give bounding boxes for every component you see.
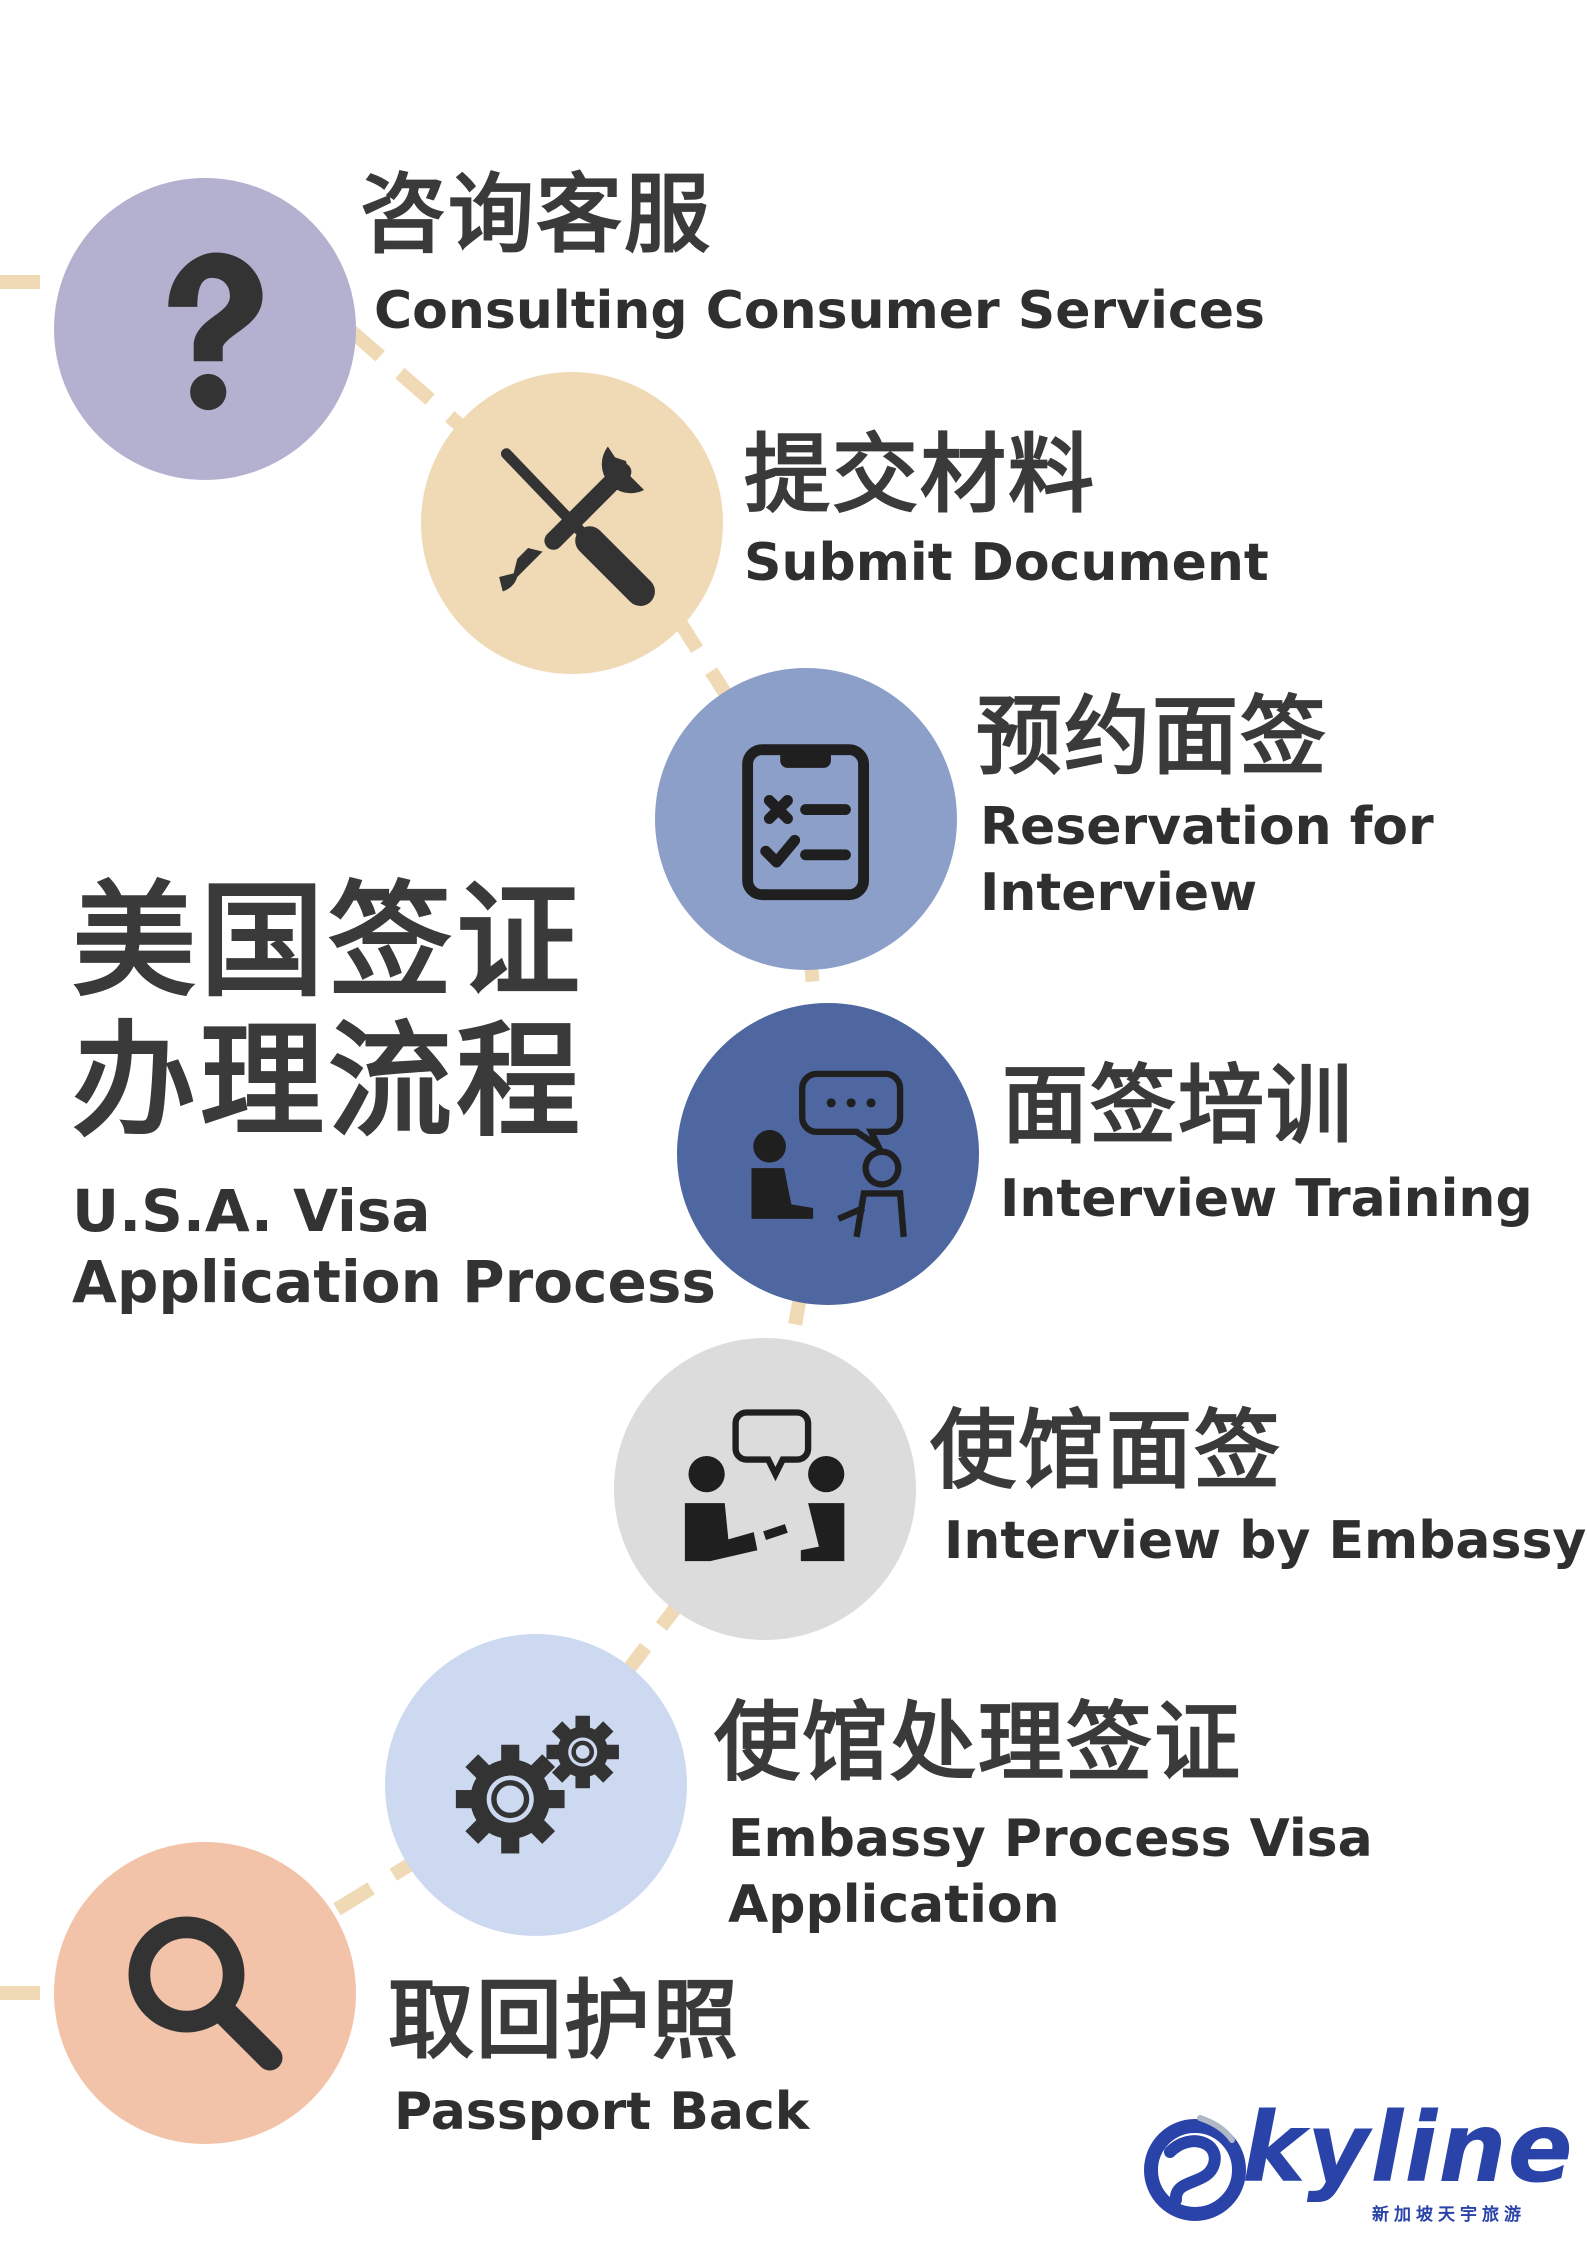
step-3-circle bbox=[655, 668, 957, 970]
magnifier-icon bbox=[128, 1916, 283, 2071]
step-2-en-line1: Submit Document bbox=[744, 533, 1269, 593]
step-7-en-line1: Passport Back bbox=[394, 2082, 810, 2142]
step-4-en: Interview Training bbox=[1000, 1166, 1533, 1232]
clipboard-checklist-icon bbox=[742, 744, 870, 901]
step-6-en-line2: Application bbox=[728, 1875, 1060, 1936]
step-6-zh: 使馆处理签证 bbox=[714, 1693, 1242, 1793]
step-4-en-line1: Interview Training bbox=[1000, 1169, 1533, 1229]
main-title-zh-line1: 美国签证 bbox=[72, 870, 585, 1014]
gears-icon bbox=[456, 1716, 620, 1854]
main-title-zh-line2: 办理流程 bbox=[72, 1010, 585, 1155]
logo-wordmark: kyline bbox=[1242, 2092, 1574, 2204]
main-title-en: U.S.A. Visa Application Process bbox=[72, 1176, 716, 1318]
step-2-circle bbox=[421, 372, 723, 674]
step-6-en-line1: Embassy Process Visa bbox=[728, 1809, 1373, 1869]
skyline-logo: kyline 新加坡天宇旅游 bbox=[1140, 2100, 1573, 2225]
step-2-zh: 提交材料 bbox=[744, 425, 1096, 525]
step-1-zh: 咨询客服 bbox=[360, 165, 712, 265]
step-7-en: Passport Back bbox=[394, 2079, 809, 2145]
step-1-circle bbox=[54, 178, 356, 480]
question-mark-icon bbox=[168, 252, 263, 411]
main-title-en-line2: Application Process bbox=[72, 1247, 716, 1316]
step-3-en-line1: Reservation for bbox=[980, 797, 1434, 857]
step-3-zh: 预约面签 bbox=[976, 687, 1328, 787]
step-4-zh: 面签培训 bbox=[1002, 1056, 1354, 1156]
step-2-en: Submit Document bbox=[744, 530, 1269, 596]
step-6-circle bbox=[385, 1634, 687, 1936]
step-7-zh: 取回护照 bbox=[388, 1971, 740, 2071]
step-5-en: Interview by Embassy bbox=[944, 1508, 1586, 1574]
step-6-en: Embassy Process Visa Application bbox=[728, 1806, 1373, 1938]
step-4-circle bbox=[677, 1003, 979, 1305]
step-7-circle bbox=[54, 1842, 356, 2144]
step-1-en: Consulting Consumer Services bbox=[374, 278, 1265, 344]
interview-people-icon bbox=[751, 1071, 908, 1238]
main-title-en-line1: U.S.A. Visa bbox=[72, 1177, 431, 1245]
step-3-en-line2: Interview bbox=[980, 863, 1258, 924]
logo-subtitle: 新加坡天宇旅游 bbox=[1372, 2205, 1526, 2225]
step-5-en-line1: Interview by Embassy bbox=[944, 1511, 1587, 1571]
step-5-circle bbox=[614, 1338, 916, 1640]
skyline-swirl-logo-icon bbox=[1144, 2115, 1246, 2221]
meeting-people-icon bbox=[685, 1409, 845, 1562]
step-1-en-line1: Consulting Consumer Services bbox=[374, 281, 1265, 341]
step-5-zh: 使馆面签 bbox=[930, 1401, 1282, 1501]
main-title-zh: 美国签证 办理流程 bbox=[72, 872, 632, 1152]
step-3-en: Reservation for Interview bbox=[980, 794, 1434, 926]
wrench-screwdriver-icon bbox=[499, 446, 656, 607]
